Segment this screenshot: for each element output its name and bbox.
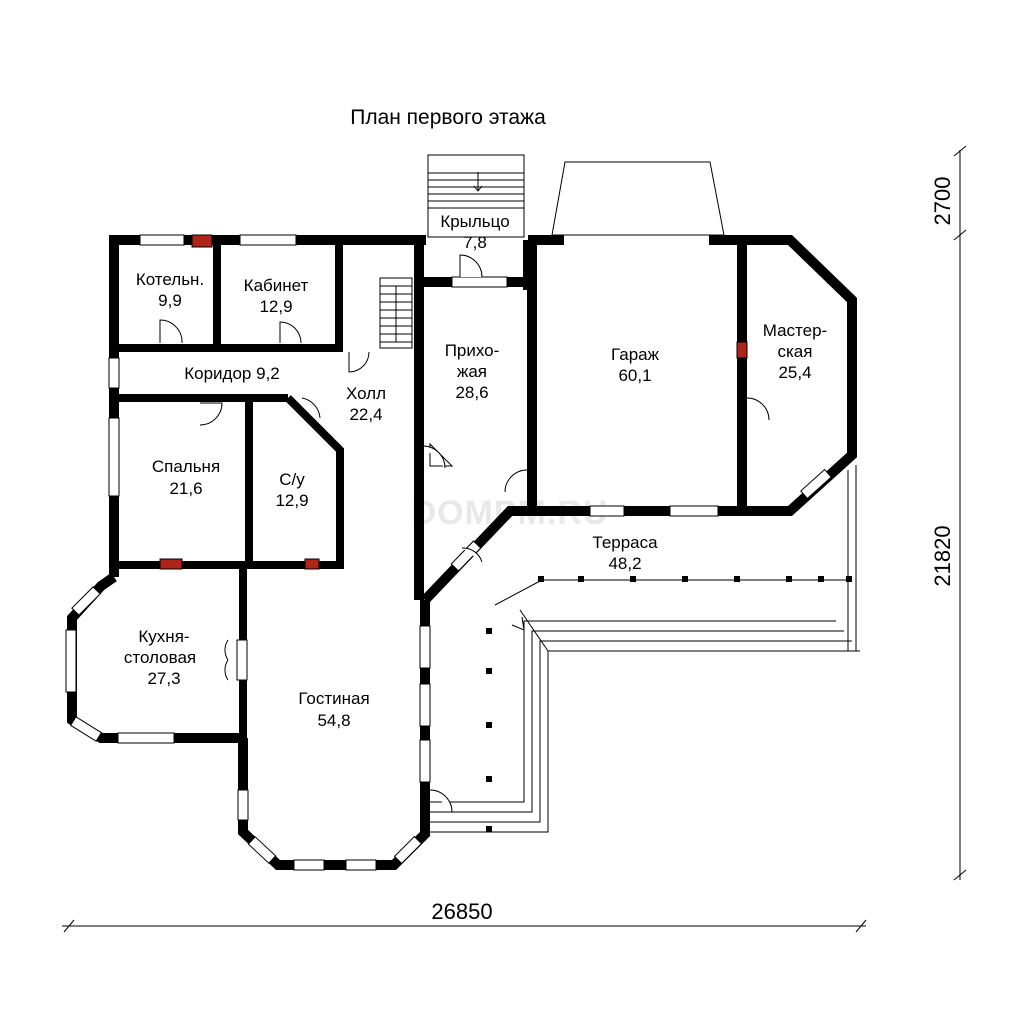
room-boiler-area: 9,9 bbox=[158, 291, 182, 310]
windows bbox=[65, 234, 719, 871]
room-porch-name: Крыльцо bbox=[440, 212, 509, 231]
room-bedroom-area: 21,6 bbox=[169, 479, 202, 498]
room-entry-name2: жая bbox=[457, 362, 487, 381]
room-workshop-area: 25,4 bbox=[778, 363, 811, 382]
room-garage-name: Гараж bbox=[611, 345, 660, 364]
porch-steps bbox=[427, 154, 525, 238]
dimension-width bbox=[62, 919, 867, 933]
room-entry-name: Прихо- bbox=[445, 341, 500, 360]
terrace-posts bbox=[486, 576, 852, 832]
room-porch-area: 7,8 bbox=[463, 233, 487, 252]
diagonal-windows bbox=[69, 468, 832, 865]
room-living-name: Гостиная bbox=[298, 689, 369, 708]
room-terrace-name: Терраса bbox=[592, 533, 658, 552]
room-living-area: 54,8 bbox=[317, 711, 350, 730]
room-bathroom-name: С/у bbox=[279, 470, 305, 489]
dimension-depth-label: 21820 bbox=[930, 525, 955, 586]
doors bbox=[159, 254, 770, 813]
room-entry-area: 28,6 bbox=[455, 383, 488, 402]
room-kitchen-area: 27,3 bbox=[147, 669, 180, 688]
plan-title: План первого этажа bbox=[350, 106, 546, 129]
garage-apron bbox=[551, 161, 725, 236]
room-hall-area: 22,4 bbox=[349, 405, 382, 424]
staircase bbox=[379, 277, 413, 349]
room-study-area: 12,9 bbox=[259, 297, 292, 316]
room-labels: Крыльцо 7,8 Котельн. 9,9 Кабинет 12,9 Пр… bbox=[124, 212, 827, 730]
room-bedroom-name: Спальня bbox=[152, 457, 220, 476]
room-kitchen-name: Кухня- bbox=[138, 627, 189, 646]
room-bathroom-area: 12,9 bbox=[275, 491, 308, 510]
dimension-depth bbox=[953, 145, 967, 881]
room-garage-area: 60,1 bbox=[618, 366, 651, 385]
room-kitchen-name2: столовая bbox=[124, 648, 196, 667]
room-hall-name: Холл bbox=[346, 384, 386, 403]
room-corridor-name: Коридор 9,2 bbox=[184, 364, 280, 383]
room-terrace-area: 48,2 bbox=[608, 554, 641, 573]
dimension-width-label: 26850 bbox=[431, 899, 492, 924]
dimension-porch-label: 2700 bbox=[930, 177, 955, 226]
room-workshop-name2: ская bbox=[778, 342, 813, 361]
room-boiler-name: Котельн. bbox=[136, 270, 204, 289]
room-study-name: Кабинет bbox=[244, 276, 309, 295]
room-workshop-name: Мастер- bbox=[763, 321, 827, 340]
chimneys bbox=[159, 234, 748, 570]
